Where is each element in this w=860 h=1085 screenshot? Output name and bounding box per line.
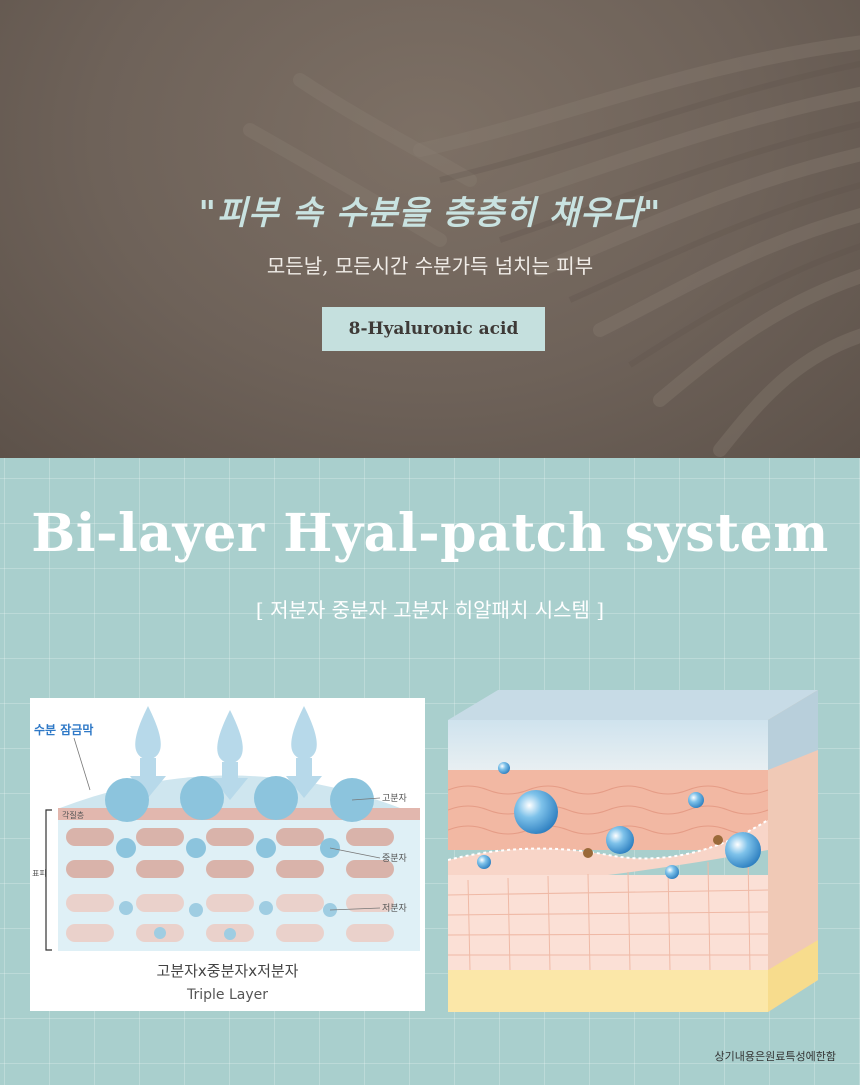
moisture-lock-label: 수분 잠금막 — [34, 723, 94, 737]
stratum-label: 각질층 — [62, 811, 85, 820]
disclaimer-note: 상기내용은원료특성에한함 — [714, 1050, 836, 1063]
mid-molecule-label: 중분자 — [382, 854, 407, 864]
skin-layer-illustration — [448, 690, 818, 1012]
low-molecule-label: 저분자 — [382, 904, 407, 914]
diagram-caption-en: Triple Layer — [186, 987, 268, 1003]
skin-cross-section — [448, 690, 818, 1012]
palm-shadow-decoration — [243, 35, 860, 457]
system-title: Bi-layer Hyal-patch system — [31, 503, 829, 564]
high-molecule-label: 고분자 — [382, 794, 407, 804]
system-subtitle: [ 저분자 중분자 고분자 히알패치 시스템 ] — [255, 598, 605, 622]
triple-layer-diagram: 수분 잠금막 고분자 중분자 저분자 각질층 표피 고분자x중분자x저분자 Tr… — [30, 698, 425, 1011]
triple-layer-illustration — [30, 706, 425, 1011]
hero-banner: "피부 속 수분을 층층히 채우다" 모든날, 모든시간 수분가득 넘치는 피부… — [0, 0, 860, 458]
ingredient-badge: 8-Hyaluronic acid — [322, 307, 545, 351]
diagram-caption-ko: 고분자x중분자x저분자 — [156, 962, 299, 980]
hero-subtitle: 모든날, 모든시간 수분가득 넘치는 피부 — [266, 254, 594, 278]
hero-title: "피부 속 수분을 층층히 채우다" — [198, 193, 662, 232]
epidermis-label: 표피 — [32, 869, 47, 878]
hyal-patch-section: Bi-layer Hyal-patch system [ 저분자 중분자 고분자… — [0, 458, 860, 1085]
